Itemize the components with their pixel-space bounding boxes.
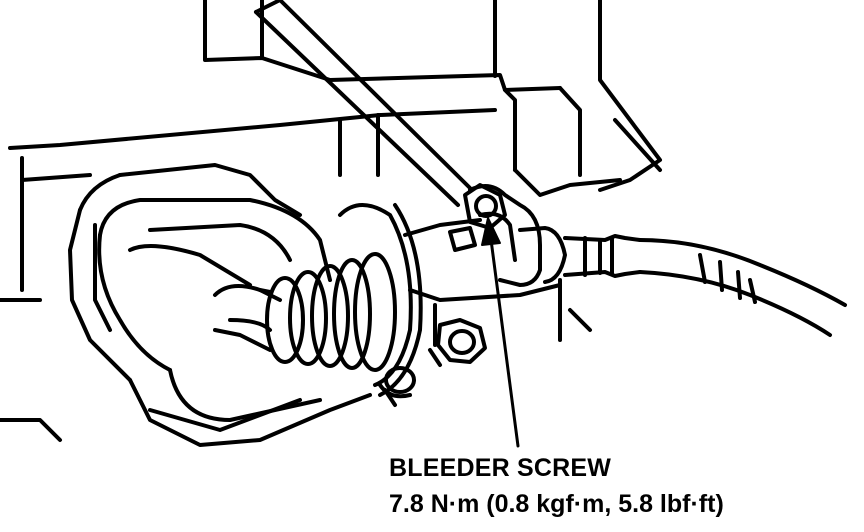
- cylinder-barrel: [403, 218, 562, 347]
- part-label: BLEEDER SCREW: [389, 454, 612, 482]
- mounting-bracket: [68, 163, 372, 447]
- bleed-tube: [254, 0, 472, 207]
- mounting-bolt: [428, 318, 487, 367]
- transmission-housing: [0, 0, 662, 442]
- bleeder-screw: [463, 183, 507, 230]
- rubber-boot: [258, 252, 397, 372]
- torque-spec-label: 7.8 N·m (0.8 kgf·m, 5.8 lbf·ft): [389, 490, 724, 518]
- hydraulic-hose: [563, 234, 847, 337]
- callout-arrow: [481, 217, 520, 448]
